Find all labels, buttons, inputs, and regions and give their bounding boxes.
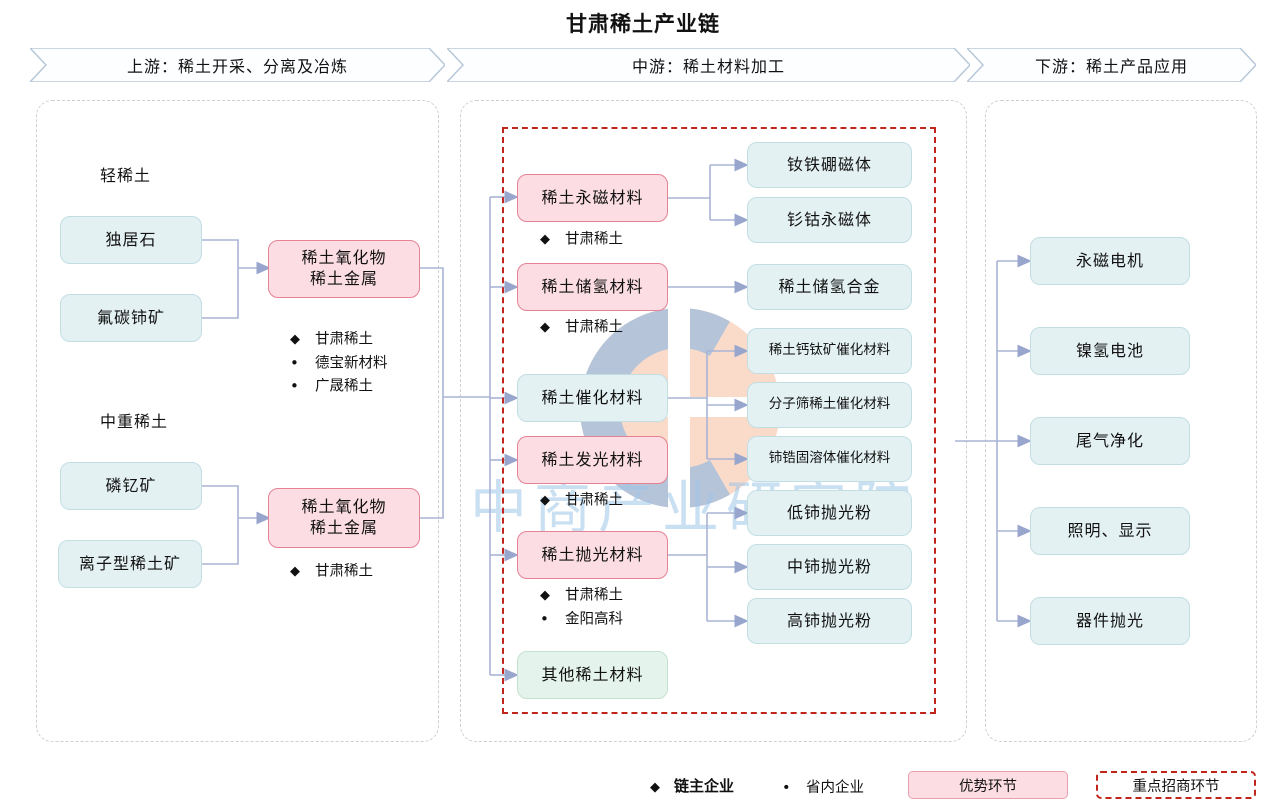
chevron-shape — [447, 48, 970, 82]
banner-upstream: 上游：稀土开采、分离及冶炼 — [30, 48, 445, 82]
material-box: 稀土抛光材料 — [517, 531, 668, 579]
upstream-output-box: 稀土氧化物稀土金属 — [268, 240, 420, 298]
group-label-light-rare-earth: 轻稀土 — [100, 166, 152, 185]
application-box: 照明、显示 — [1030, 507, 1190, 555]
company-list: ◆甘肃稀土 — [290, 560, 373, 584]
diamond-marker: ◆ — [540, 232, 550, 247]
chevron-shape — [30, 48, 445, 82]
product-box: 低铈抛光粉 — [747, 490, 912, 536]
diamond-marker: ◆ — [650, 780, 660, 795]
banner-upstream-label: 上游：稀土开采、分离及冶炼 — [126, 57, 348, 76]
banner-midstream: 中游：稀土材料加工 — [447, 48, 970, 82]
company-list: ◆甘肃稀土 — [540, 489, 623, 513]
diamond-marker: ◆ — [540, 493, 550, 508]
product-box: 高铈抛光粉 — [747, 598, 912, 644]
material-box: 稀土储氢材料 — [517, 263, 668, 311]
dot-marker: • — [290, 353, 299, 372]
product-box: 铈锆固溶体催化材料 — [747, 436, 912, 482]
material-box: 稀土催化材料 — [517, 374, 668, 422]
material-box: 稀土永磁材料 — [517, 174, 668, 222]
dot-marker: • — [290, 377, 299, 395]
legend-provincial: •省内企业 — [782, 780, 864, 796]
chevron-shape — [967, 48, 1256, 82]
banner-downstream-label: 下游：稀土产品应用 — [1034, 57, 1188, 76]
upstream-panel — [36, 100, 439, 742]
product-box: 中铈抛光粉 — [747, 544, 912, 590]
product-box: 稀土储氢合金 — [747, 264, 912, 310]
product-box: 分子筛稀土催化材料 — [747, 382, 912, 428]
banner-downstream: 下游：稀土产品应用 — [967, 48, 1256, 82]
product-box: 钐钴永磁体 — [747, 197, 912, 243]
product-box: 钕铁硼磁体 — [747, 142, 912, 188]
material-box: 稀土发光材料 — [517, 436, 668, 484]
company-list: ◆甘肃稀土 •德宝新材料 •广晟稀土 — [290, 328, 388, 399]
legend-chain-leader: ◆链主企业 — [650, 777, 735, 795]
product-box: 稀土钙钛矿催化材料 — [747, 328, 912, 374]
company-list: ◆甘肃稀土 •金阳高科 — [540, 584, 623, 631]
key-investment-rect — [502, 127, 936, 714]
application-box: 镍氢电池 — [1030, 327, 1190, 375]
diamond-marker: ◆ — [540, 588, 550, 603]
company-list: ◆甘肃稀土 — [540, 316, 623, 340]
application-box: 器件抛光 — [1030, 597, 1190, 645]
banner-midstream-label: 中游：稀土材料加工 — [631, 57, 785, 76]
diamond-marker: ◆ — [290, 564, 300, 579]
upstream-output-box: 稀土氧化物稀土金属 — [268, 488, 420, 548]
page-title: 甘肃稀土产业链 — [566, 12, 720, 36]
group-label-mid-heavy-rare-earth: 中重稀土 — [100, 412, 169, 431]
dot-marker: • — [782, 780, 791, 796]
upstream-source-box: 磷钇矿 — [60, 462, 202, 510]
diamond-marker: ◆ — [290, 332, 300, 347]
upstream-source-box: 独居石 — [60, 216, 202, 264]
diamond-marker: ◆ — [540, 320, 550, 335]
upstream-source-box: 氟碳铈矿 — [60, 294, 202, 342]
dot-marker: • — [540, 609, 549, 628]
upstream-source-box: 离子型稀土矿 — [58, 540, 202, 588]
company-list: ◆甘肃稀土 — [540, 228, 623, 252]
legend-key-investment-box: 重点招商环节 — [1096, 771, 1256, 799]
application-box: 永磁电机 — [1030, 237, 1190, 285]
application-box: 尾气净化 — [1030, 417, 1190, 465]
material-box: 其他稀土材料 — [517, 651, 668, 699]
legend-advantage-box: 优势环节 — [908, 771, 1068, 799]
